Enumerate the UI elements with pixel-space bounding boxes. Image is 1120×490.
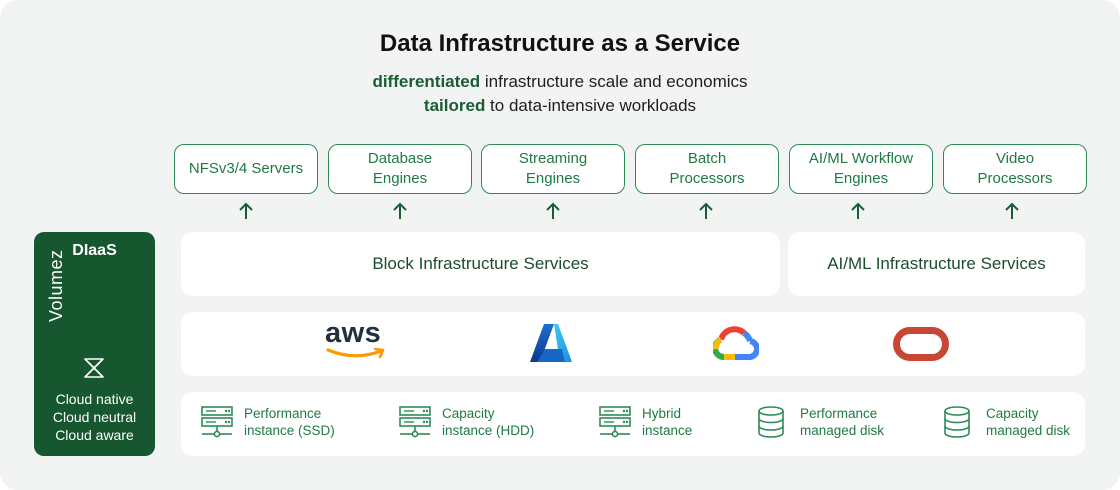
consumer-label: NFSv3/4 Servers	[188, 160, 304, 177]
storage-label: Hybrid instance	[642, 406, 693, 438]
volumez-brand-text: Volumez	[46, 249, 66, 322]
tagline-cloud-native: Cloud native	[55, 391, 134, 407]
storage-item-capacity-instance: Capacity instance (HDD)	[398, 405, 534, 439]
volumez-logo-icon	[84, 358, 104, 378]
server-icon	[399, 406, 431, 438]
aws-smile-icon	[326, 347, 385, 359]
up-arrow-icon	[393, 202, 407, 219]
disk-icon	[944, 406, 970, 438]
aiml-services-label: AI/ML Infrastructure Services	[827, 254, 1046, 273]
storage-item-capacity-managed-disk: Capacity managed disk	[942, 405, 1070, 439]
up-arrow-icon	[239, 202, 253, 219]
server-icon	[599, 406, 631, 438]
storage-label: Capacity managed disk	[986, 406, 1071, 438]
subtitle-rest-1: infrastructure scale and economics	[480, 72, 748, 91]
consumer-label: Database	[367, 150, 433, 167]
consumer-label: Video	[995, 150, 1035, 167]
up-arrow-icon	[546, 202, 560, 219]
subtitle-highlight-1: differentiated	[372, 72, 481, 91]
diaas-title: DIaaS	[72, 242, 117, 259]
consumer-label: Engines	[525, 170, 581, 187]
aws-logo-text: aws	[325, 317, 382, 349]
up-arrow-icon	[1005, 202, 1019, 219]
google-cloud-logo-icon	[713, 326, 759, 361]
tagline-cloud-aware: Cloud aware	[55, 427, 134, 443]
storage-item-performance-instance: Performance instance (SSD)	[200, 405, 335, 439]
storage-types-panel	[181, 392, 1085, 456]
oracle-cloud-logo-icon	[893, 327, 949, 361]
storage-item-performance-managed-disk: Performance managed disk	[756, 405, 884, 439]
storage-item-hybrid-instance: Hybrid instance	[598, 405, 692, 439]
storage-label: Capacity instance (HDD)	[442, 406, 535, 438]
subtitle-rest-2: to data-intensive workloads	[485, 96, 697, 115]
azure-logo-icon	[530, 324, 572, 362]
consumer-label: Batch	[687, 150, 727, 167]
block-services-panel: Block Infrastructure Services	[181, 232, 780, 296]
diagram-title: Data Infrastructure as a Service	[379, 30, 741, 57]
consumer-label: Processors	[977, 170, 1053, 187]
subtitle-highlight-2: tailored	[423, 96, 486, 115]
up-arrow-icon	[699, 202, 713, 219]
tagline-cloud-neutral: Cloud neutral	[52, 409, 137, 425]
consumer-label: Processors	[669, 170, 745, 187]
block-services-label: Block Infrastructure Services	[372, 254, 589, 273]
diaas-taglines: Cloud native Cloud neutral Cloud aware	[34, 390, 155, 444]
consumer-label: AI/ML Workflow	[808, 150, 914, 167]
disk-icon	[758, 406, 784, 438]
consumer-label: Engines	[833, 170, 889, 187]
storage-label: Performance managed disk	[800, 406, 885, 438]
server-icon	[201, 406, 233, 438]
cloud-providers-panel	[181, 312, 1085, 376]
storage-label: Performance instance (SSD)	[244, 406, 335, 438]
aws-logo-icon: aws	[325, 318, 389, 364]
up-arrow-icon	[851, 202, 865, 219]
consumer-label: Engines	[372, 170, 428, 187]
consumer-nfs-servers: NFSv3/4 Servers	[174, 144, 318, 194]
subtitle-line-2: tailored to data-intensive workloads	[0, 96, 1120, 116]
diaas-volumez-box: DIaaS Volumez Cloud native Cloud neutral…	[34, 232, 155, 456]
subtitle-line-1: differentiated infrastructure scale and …	[0, 72, 1120, 92]
aiml-services-panel: AI/ML Infrastructure Services	[788, 232, 1085, 296]
consumer-label: Streaming	[518, 150, 588, 167]
